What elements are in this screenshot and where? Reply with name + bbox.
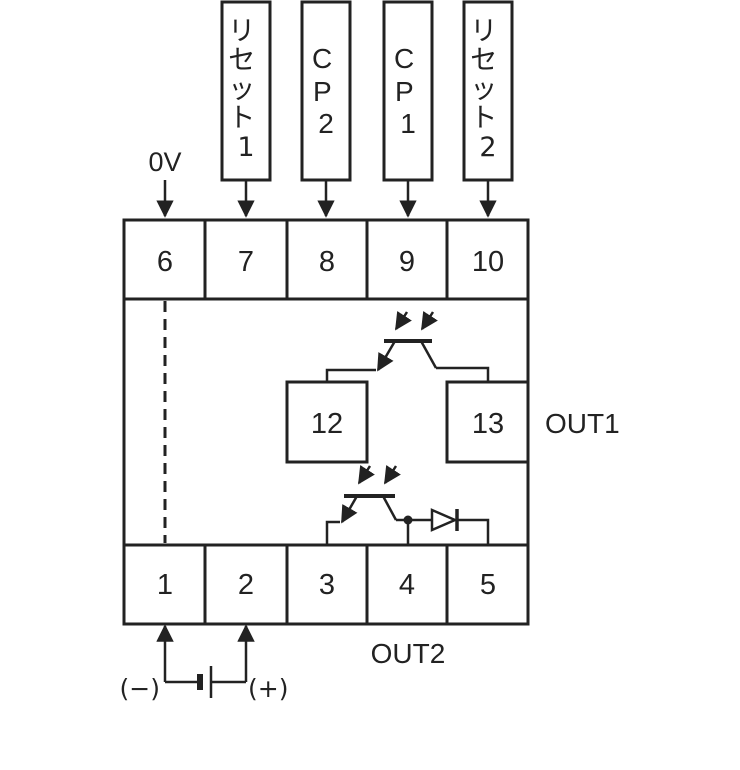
top-terminal-row: [124, 220, 528, 301]
terminal-6: 6: [157, 246, 173, 278]
input-cp2-label: C P 2: [312, 43, 340, 139]
terminal-7: 7: [238, 246, 254, 278]
diode-icon: [408, 508, 490, 545]
battery-icon: [156, 624, 255, 698]
terminal-5: 5: [480, 569, 496, 601]
input-cp1: C P 1: [382, 0, 434, 182]
out2-label: OUT2: [371, 638, 446, 669]
terminal-9: 9: [399, 246, 415, 278]
supply-plus-label: (+): [248, 674, 288, 703]
terminal-12: 12: [311, 408, 343, 440]
input-reset1-label: リ セ ッ ト 1: [228, 16, 264, 163]
out1-phototransistor-icon: [325, 311, 490, 382]
input-arrows: [156, 180, 497, 218]
out1-label: OUT1: [545, 408, 620, 439]
supply-minus-label: (−): [120, 674, 160, 703]
input-reset2-label: リ セ ッ ト 2: [470, 16, 506, 163]
input-reset1: リ セ ッ ト 1: [220, 0, 272, 182]
terminal-1: 1: [157, 569, 173, 601]
zero-v-label: 0V: [148, 147, 181, 177]
terminal-10: 10: [472, 246, 504, 278]
terminal-3: 3: [319, 569, 335, 601]
terminal-4: 4: [399, 569, 415, 601]
out2-phototransistor-icon: [325, 465, 410, 545]
input-cp1-label: C P 1: [394, 43, 422, 139]
input-reset2: リ セ ッ ト 2: [462, 0, 514, 182]
terminal-13: 13: [472, 408, 504, 440]
input-cp2: C P 2: [300, 0, 352, 182]
terminal-8: 8: [319, 246, 335, 278]
terminal-2: 2: [238, 569, 254, 601]
